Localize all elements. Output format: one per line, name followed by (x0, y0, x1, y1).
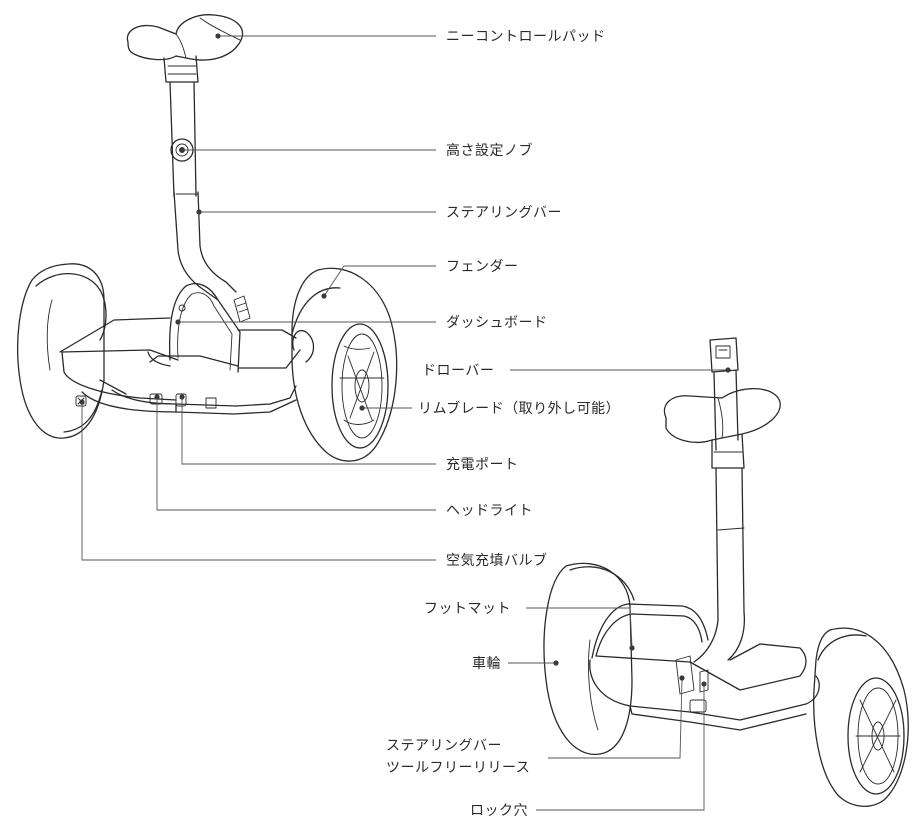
label-steering-bar: ステアリングバー (446, 205, 562, 221)
label-steering-release-line2: ツールフリーリリース (386, 760, 530, 776)
label-rim-blade: リムブレード（取り外し可能） (418, 400, 620, 417)
scooter-front-view (16, 14, 398, 462)
label-knee-control-pad: ニーコントロールパッド (446, 29, 606, 45)
label-drawbar: ドローバー (422, 363, 494, 379)
label-air-valve: 空気充填バルブ (446, 552, 548, 569)
label-foot-mat: フットマット (424, 601, 511, 617)
label-lock-hole: ロック穴 (470, 803, 528, 819)
label-charging-port: 充電ポート (446, 457, 519, 473)
label-wheel: 車輪 (472, 655, 501, 672)
label-height-adjust-knob: 高さ設定ノブ (446, 142, 533, 159)
label-steering-release-line1: ステアリングバー (386, 738, 502, 754)
part-labels: ニーコントロールパッド 高さ設定ノブ ステアリングバー フェンダー ダッシュボー… (386, 29, 620, 819)
leader-lines (81, 35, 728, 811)
label-dashboard: ダッシュボード (446, 315, 548, 331)
label-headlight: ヘッドライト (446, 503, 533, 519)
callout-dots (79, 33, 731, 687)
label-fender: フェンダー (446, 259, 519, 275)
scooter-rear-view (543, 337, 909, 807)
